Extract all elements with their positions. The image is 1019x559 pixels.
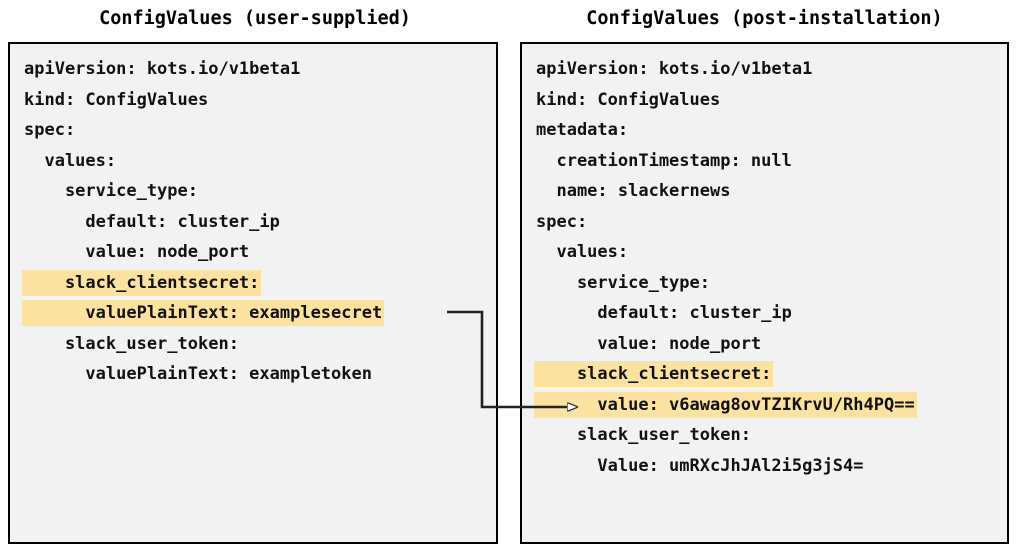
code-line-text: values: [24, 150, 117, 171]
code-line: valuePlainText: examplesecret [22, 298, 494, 329]
code-line: service_type: [534, 268, 1005, 299]
code-line-text: valuePlainText: examplesecret [22, 300, 385, 326]
code-line-text: service_type: [24, 181, 198, 201]
code-line: default: cluster_ip [22, 207, 494, 238]
code-line: creationTimestamp: null [534, 146, 1005, 177]
code-line-text: value: node_port [536, 333, 762, 354]
code-line: kind: ConfigValues [534, 85, 1005, 116]
code-line: metadata: [534, 115, 1005, 146]
code-line-text: slack_user_token: [24, 333, 239, 354]
code-line: spec: [22, 115, 494, 146]
panel-title-post-installation: ConfigValues (post-installation) [586, 8, 943, 29]
code-line: name: slackernews [534, 176, 1005, 207]
code-line-text: kind: ConfigValues [24, 89, 209, 110]
code-line-text: creationTimestamp: null [536, 150, 792, 171]
code-line-text: values: [536, 242, 629, 262]
code-line-text: spec: [536, 211, 588, 232]
code-line: default: cluster_ip [534, 298, 1005, 329]
code-line: slack_clientsecret: [534, 359, 1005, 390]
code-line-text: value: node_port [24, 242, 250, 262]
code-line-text: apiVersion: kots.io/v1beta1 [24, 59, 301, 79]
code-line: value: node_port [22, 237, 494, 268]
code-line-text: slack_clientsecret: [22, 269, 262, 296]
code-line: Value: umRXcJhJAl2i5g3jS4= [534, 451, 1005, 482]
code-line: values: [534, 237, 1005, 268]
code-line-text: service_type: [536, 272, 710, 293]
code-line: spec: [534, 207, 1005, 238]
code-line: value: v6awag8ovTZIKrvU/Rh4PQ== [534, 390, 1005, 421]
code-lines-post-installation: apiVersion: kots.io/v1beta1 kind: ConfigV… [534, 54, 1005, 481]
code-box-post-installation: apiVersion: kots.io/v1beta1 kind: ConfigV… [520, 42, 1009, 544]
code-line-text: slack_user_token: [536, 425, 751, 445]
code-line: slack_clientsecret: [22, 268, 494, 299]
code-line-text: kind: ConfigValues [536, 89, 721, 110]
code-line-text: default: cluster_ip [24, 211, 280, 232]
code-line: apiVersion: kots.io/v1beta1 [22, 54, 494, 85]
code-line: value: node_port [534, 329, 1005, 360]
code-line-text: metadata: [536, 120, 629, 140]
code-line: service_type: [22, 176, 494, 207]
code-line: values: [22, 146, 494, 177]
code-line-text: spec: [24, 120, 76, 140]
code-line: apiVersion: kots.io/v1beta1 [534, 54, 1005, 85]
code-line-text: slack_clientsecret: [534, 361, 774, 387]
code-line: slack_user_token: [534, 420, 1005, 451]
code-box-user-supplied: apiVersion: kots.io/v1beta1 kind: ConfigV… [8, 42, 498, 544]
code-line-text: default: cluster_ip [536, 303, 792, 323]
code-line-text: Value: umRXcJhJAl2i5g3jS4= [536, 455, 864, 476]
code-line: slack_user_token: [22, 329, 494, 360]
code-line: valuePlainText: exampletoken [22, 359, 494, 390]
code-line-text: apiVersion: kots.io/v1beta1 [536, 59, 813, 79]
code-line-text: name: slackernews [536, 181, 731, 201]
code-line-text: value: v6awag8ovTZIKrvU/Rh4PQ== [534, 391, 917, 418]
code-lines-user-supplied: apiVersion: kots.io/v1beta1 kind: ConfigV… [22, 54, 494, 390]
panel-title-user-supplied: ConfigValues (user-supplied) [99, 8, 411, 29]
code-line: kind: ConfigValues [22, 85, 494, 116]
code-line-text: valuePlainText: exampletoken [24, 364, 372, 384]
